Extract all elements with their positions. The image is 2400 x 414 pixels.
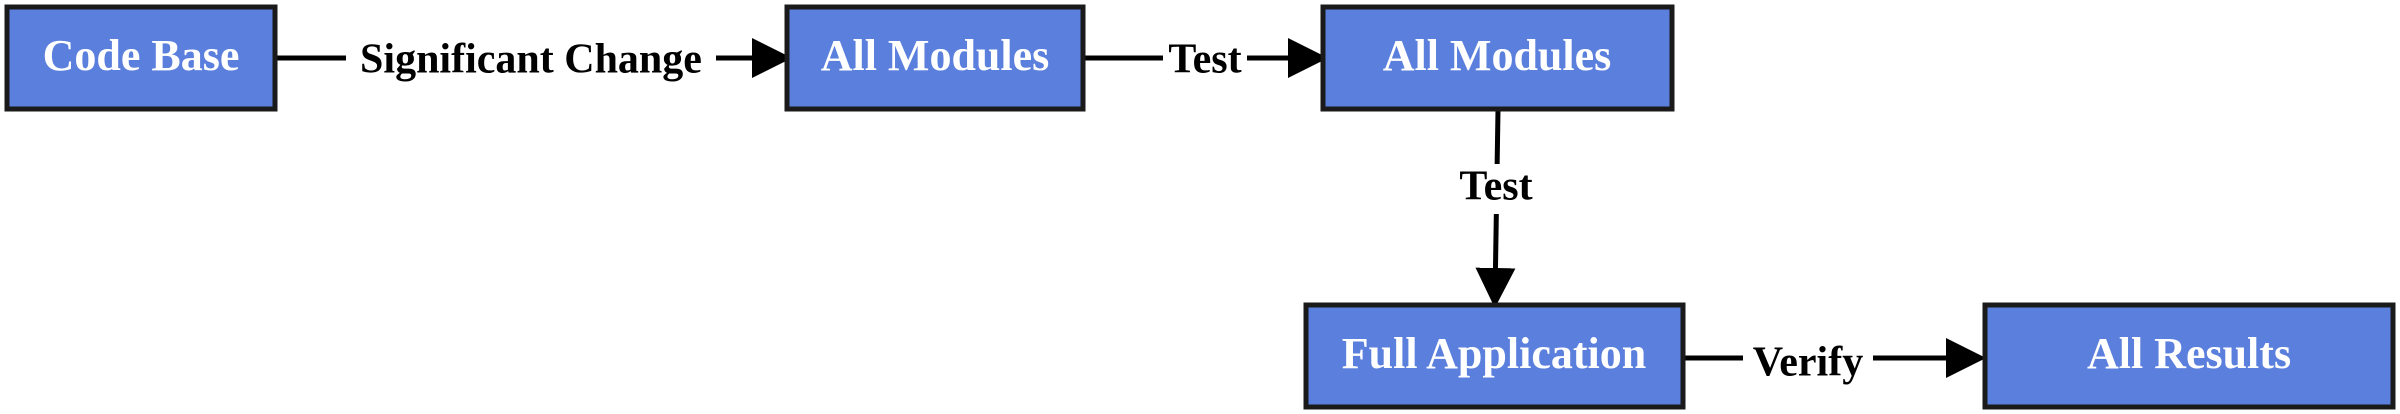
edge-label-test-horizontal: Test — [1168, 37, 1241, 83]
node-all-results-label: All Results — [2087, 329, 2291, 378]
node-code-base-label: Code Base — [43, 31, 240, 80]
edge-test-horizontal: Test — [1083, 37, 1328, 88]
node-all-results: All Results — [1982, 302, 2396, 410]
edge-test-vertical-label-bg — [1448, 164, 1544, 214]
edge-label-verify: Verify — [1753, 340, 1863, 386]
node-code-base-box — [4, 4, 278, 112]
edge-label-test-vertical: Test — [1459, 164, 1532, 210]
edge-verify: Verify — [1683, 338, 1986, 392]
node-all-modules-1: All Modules — [784, 4, 1086, 112]
edge-significant-change-label-bg — [346, 38, 716, 88]
edge-significant-change: Significant Change — [275, 37, 792, 88]
node-all-modules-2-label: All Modules — [1383, 31, 1612, 80]
node-full-application: Full Application — [1303, 302, 1686, 410]
node-full-application-label: Full Application — [1342, 329, 1646, 378]
edge-test-vertical: Test — [1448, 109, 1544, 308]
node-all-modules-1-box — [784, 4, 1086, 112]
node-code-base: Code Base — [4, 4, 278, 112]
edge-verify-label-bg — [1743, 338, 1873, 392]
edge-test-horizontal-label-bg — [1163, 38, 1247, 88]
node-all-modules-2-box — [1320, 4, 1675, 112]
node-all-modules-2: All Modules — [1320, 4, 1675, 112]
node-all-modules-1-label: All Modules — [821, 31, 1050, 80]
edge-label-significant-change: Significant Change — [360, 37, 702, 83]
node-all-results-box — [1982, 302, 2396, 410]
node-full-application-box — [1303, 302, 1686, 410]
